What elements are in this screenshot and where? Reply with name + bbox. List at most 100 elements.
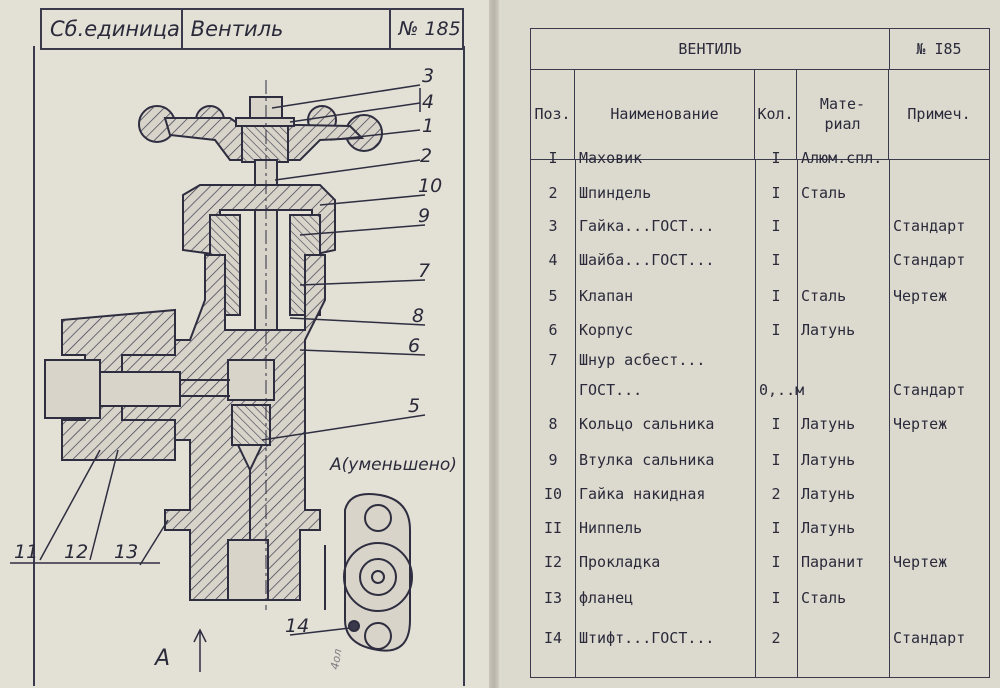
cell-note: Чертеж <box>893 415 948 433</box>
callout-5: 5 <box>408 395 420 417</box>
col-material-line1: Мате- <box>819 95 866 113</box>
cell-name: Гайка...ГОСТ... <box>579 217 715 235</box>
book-spine <box>489 0 499 688</box>
cell-note: Стандарт <box>893 381 966 399</box>
title-block-number: № 185 <box>398 18 461 40</box>
cell-name: Шнур асбест... <box>579 351 706 369</box>
cell-qty: I <box>771 451 781 469</box>
cell-qty: I <box>771 415 781 433</box>
view-arrow-label: A <box>153 646 170 671</box>
drawing-frame <box>33 46 465 686</box>
col-note: Примеч. <box>907 105 971 123</box>
spec-header: ВЕНТИЛЬ № I85 <box>531 29 989 70</box>
title-block-type: Сб.единица <box>42 10 183 48</box>
cell-name: Ниппель <box>579 519 643 537</box>
cell-material: Латунь <box>801 485 856 503</box>
spec-title: ВЕНТИЛЬ <box>531 29 890 69</box>
callout-7: 7 <box>418 260 430 282</box>
valve-assembly-drawing: 3 4 1 2 10 9 7 8 6 5 11 12 13 14 A(умень… <box>10 65 457 672</box>
col-qty: Кол. <box>755 69 797 159</box>
col-material: Мате- риал <box>797 69 889 159</box>
callout-11: 11 <box>14 541 38 563</box>
cell-name: Прокладка <box>579 553 661 571</box>
title-block-name: Вентиль <box>183 10 391 48</box>
cell-material: Латунь <box>801 321 856 339</box>
callout-4: 4 <box>422 91 434 113</box>
callout-labels: 3 4 1 2 10 9 7 8 6 5 11 12 13 14 A(умень… <box>14 65 457 671</box>
spec-number: № I85 <box>916 40 962 58</box>
callout-1: 1 <box>422 115 434 137</box>
stamp-mark: 4ол <box>328 648 344 671</box>
cell-qty: I <box>771 217 781 235</box>
callout-8: 8 <box>412 305 424 327</box>
cell-note: Стандарт <box>893 629 966 647</box>
cell-name-continued: ГОСТ... <box>579 381 643 399</box>
nipple-part <box>44 359 101 419</box>
cell-name: фланец <box>579 589 634 607</box>
cell-name: Шайба...ГОСТ... <box>579 251 715 269</box>
cell-qty: I <box>771 287 781 305</box>
cell-name: Кольцо сальника <box>579 415 715 433</box>
cell-pos: 6 <box>548 321 558 339</box>
cell-qty: I <box>771 321 781 339</box>
cell-qty: I <box>771 149 781 167</box>
cell-pos: 3 <box>548 217 558 235</box>
cell-qty: I <box>771 553 781 571</box>
cell-pos: 7 <box>548 351 558 369</box>
cell-pos: I <box>548 149 558 167</box>
cell-material: Сталь <box>801 184 847 202</box>
callout-3: 3 <box>422 65 434 87</box>
cell-name: Маховик <box>579 149 643 167</box>
cell-material: Латунь <box>801 451 856 469</box>
cell-material: Сталь <box>801 287 847 305</box>
cell-material: Сталь <box>801 589 847 607</box>
callout-12: 12 <box>64 541 88 563</box>
col-pos: Поз. <box>531 69 575 159</box>
title-block: Сб.единица Вентиль № 185 <box>40 8 464 50</box>
cell-pos: I3 <box>543 589 563 607</box>
col-name: Наименование <box>575 69 755 159</box>
cell-qty: I <box>771 519 781 537</box>
cell-note: Чертеж <box>893 287 948 305</box>
callout-9: 9 <box>418 205 430 227</box>
cell-qty: I <box>771 251 781 269</box>
cell-qty: 2 <box>771 485 781 503</box>
callout-10: 10 <box>418 175 442 197</box>
cell-pos: 2 <box>548 184 558 202</box>
flange-view <box>324 493 413 652</box>
cell-name: Втулка сальника <box>579 451 715 469</box>
washer-part <box>235 117 295 127</box>
callout-2: 2 <box>420 145 432 167</box>
cell-qty: 0,..м <box>759 381 805 399</box>
specification-table: ВЕНТИЛЬ № I85 Поз. Наименование Кол. Мат… <box>530 28 990 678</box>
col-material-line2: риал <box>824 115 861 133</box>
cell-pos: 9 <box>548 451 558 469</box>
cell-name: Клапан <box>579 287 634 305</box>
cell-pos: I4 <box>543 629 563 647</box>
cell-material: Алюм.спл. <box>801 149 883 167</box>
cell-qty: I <box>771 589 781 607</box>
cell-material: Паранит <box>801 553 865 571</box>
cell-pos: 5 <box>548 287 558 305</box>
spec-column-headers: Поз. Наименование Кол. Мате- риал Примеч… <box>531 69 989 160</box>
cell-name: Корпус <box>579 321 634 339</box>
cell-pos: 8 <box>548 415 558 433</box>
cell-material: Латунь <box>801 519 856 537</box>
cell-pos: II <box>543 519 563 537</box>
cell-note: Стандарт <box>893 217 966 235</box>
cell-qty: 2 <box>771 629 781 647</box>
cell-note: Стандарт <box>893 251 966 269</box>
callout-13: 13 <box>114 541 138 563</box>
section-view-label: A(уменьшено) <box>329 455 457 475</box>
callout-14: 14 <box>285 615 309 637</box>
callout-6: 6 <box>408 335 420 357</box>
cell-name: Гайка накидная <box>579 485 706 503</box>
cell-name: Шпиндель <box>579 184 652 202</box>
cell-pos: 4 <box>548 251 558 269</box>
cell-pos: I2 <box>543 553 563 571</box>
cell-note: Чертеж <box>893 553 948 571</box>
cell-qty: I <box>771 184 781 202</box>
cell-pos: I0 <box>543 485 563 503</box>
right-page <box>495 0 1000 688</box>
cell-name: Штифт...ГОСТ... <box>579 629 715 647</box>
